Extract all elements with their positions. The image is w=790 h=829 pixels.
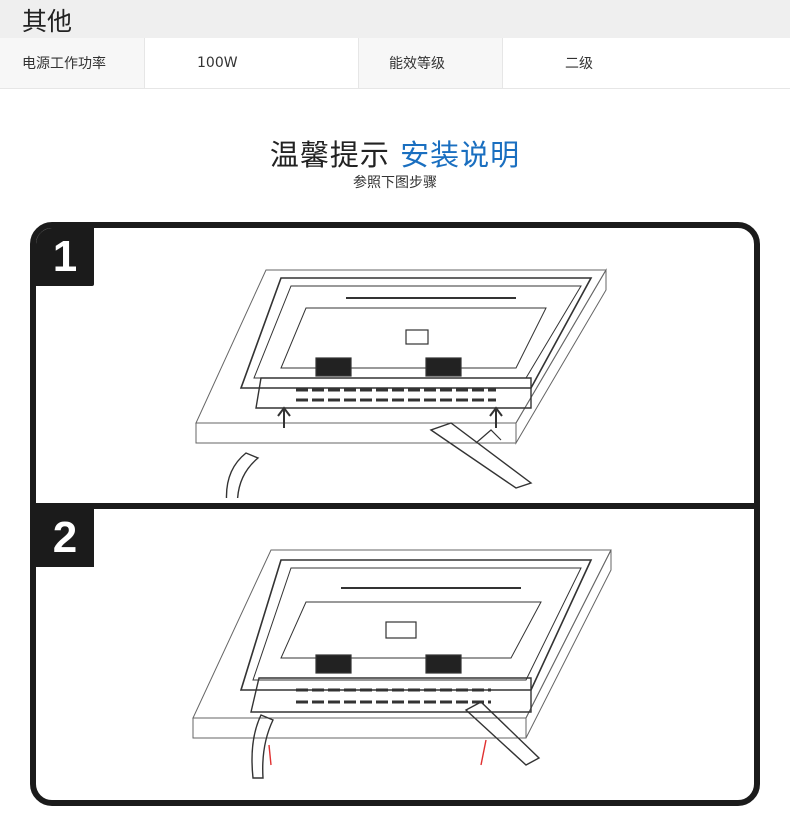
section-header: 其他: [0, 0, 790, 38]
instruction-frame: 1: [30, 222, 760, 806]
spec-value-energy: 二级: [502, 38, 790, 88]
spec-key-energy: 能效等级: [358, 38, 502, 88]
tip-title-accent: 安装说明: [400, 138, 521, 172]
step-divider: [36, 503, 754, 509]
tip-subtitle: 参照下图步骤: [353, 175, 437, 191]
step-badge-2: 2: [36, 509, 94, 567]
step-badge-1: 1: [36, 228, 94, 286]
step1-illustration: [195, 268, 607, 498]
step2-illustration: [192, 549, 612, 779]
tip-title: 温馨提示 安装说明: [0, 132, 790, 174]
spec-key-power: 电源工作功率: [0, 38, 144, 88]
spec-row: 电源工作功率 100W 能效等级 二级: [0, 38, 790, 89]
section-title: 其他: [22, 7, 73, 36]
spec-value-power: 100W: [144, 38, 358, 88]
tip-title-main: 温馨提示: [269, 138, 390, 172]
